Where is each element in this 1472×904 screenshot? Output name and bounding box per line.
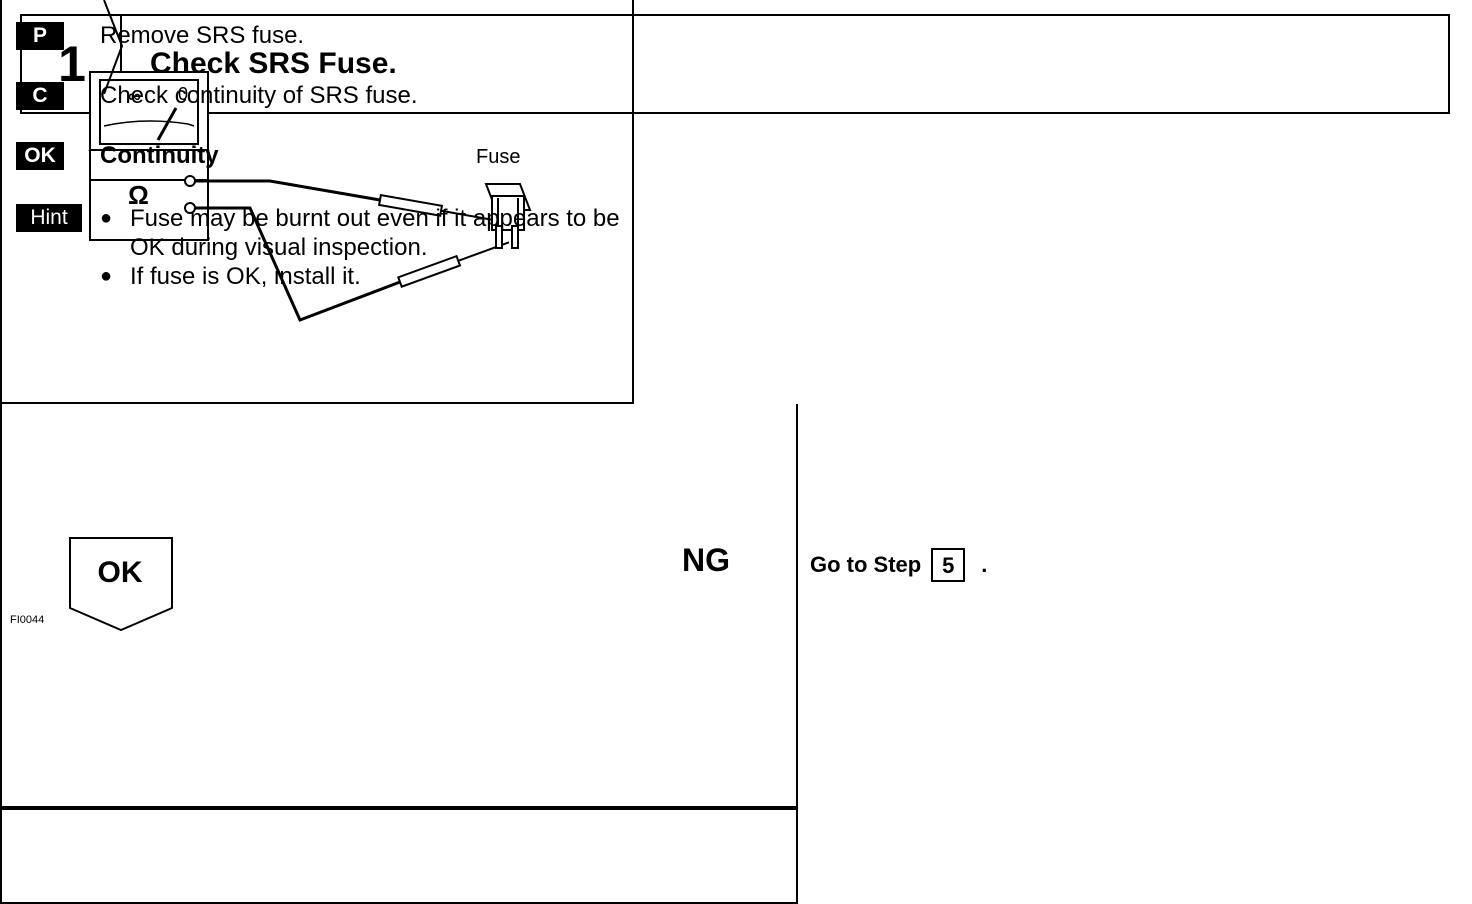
hint-tag: Hint	[16, 204, 82, 232]
procedure-row-ok: OK Continuity	[16, 142, 219, 170]
ng-chevron-icon	[103, 0, 124, 94]
lead-bottom	[195, 206, 401, 322]
ng-result-label: NG	[682, 542, 730, 578]
ok-tag: OK	[16, 142, 64, 170]
goto-step-box: 5	[931, 548, 966, 582]
goto-text: Go to Step	[810, 552, 922, 577]
hint-item: ● If fuse is OK, install it.	[100, 262, 620, 291]
bullet-icon: ●	[100, 207, 113, 229]
fuse-label: Fuse	[476, 146, 521, 168]
ok-text: Continuity	[100, 142, 219, 169]
procedure-row-c: C Check continuity of SRS fuse.	[16, 82, 417, 110]
c-tag: C	[16, 82, 64, 110]
meter-dial	[99, 79, 199, 145]
goto-end: .	[981, 552, 988, 577]
lead-top	[195, 179, 381, 202]
figure-panel: ∞ 0 Ω Fuse FI0044	[0, 0, 634, 626]
fuse-drawing	[484, 183, 532, 249]
hint-item: ● Fuse may be burnt out even if it appea…	[100, 204, 620, 262]
ohmmeter-diagram	[88, 71, 532, 322]
procedure-panel: P Remove SRS fuse. C Check continuity of…	[0, 22, 798, 808]
p-text: Remove SRS fuse.	[100, 22, 305, 49]
meter-infinity-mark: ∞	[128, 86, 141, 106]
goto-instruction: Go to Step 5 .	[810, 548, 987, 582]
hint-line: Fuse may be burnt out even if it appears…	[130, 205, 620, 232]
c-text: Check continuity of SRS fuse.	[100, 82, 418, 109]
hint-line: If fuse is OK, install it.	[130, 263, 361, 290]
terminal-top	[184, 175, 196, 187]
procedure-row-p: P Remove SRS fuse.	[16, 22, 304, 50]
ohm-symbol: Ω	[128, 180, 149, 210]
procedure-row-hint: Hint	[16, 204, 82, 232]
ok-result-label: OK	[97, 556, 143, 589]
meter-needle	[156, 107, 178, 141]
figure-code: FI0044	[10, 614, 45, 626]
bullet-icon: ●	[100, 265, 113, 287]
meter-zero-mark: 0	[178, 84, 189, 104]
probe-top	[377, 193, 444, 217]
ng-result-box	[0, 0, 798, 904]
hint-list: ● Fuse may be burnt out even if it appea…	[100, 204, 620, 291]
hint-line: OK during visual inspection.	[130, 234, 428, 261]
p-tag: P	[16, 22, 64, 50]
ok-arrow-icon	[69, 537, 173, 632]
